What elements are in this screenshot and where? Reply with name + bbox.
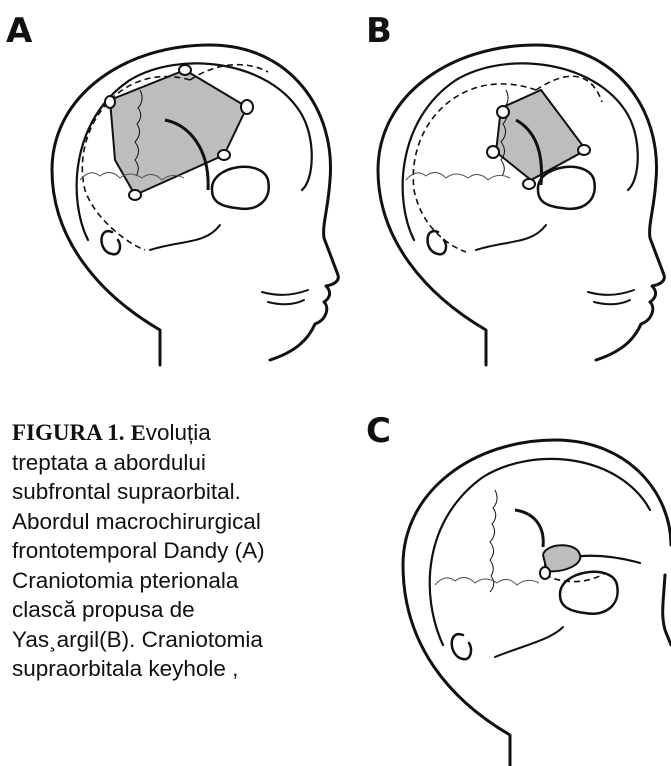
mouth [262, 290, 308, 304]
figure-caption: FIGURA 1. Evoluția treptata a abordului … [12, 418, 312, 684]
burr-hole [523, 179, 535, 189]
panel-c-illustration [395, 435, 671, 766]
caption-initial: E [131, 420, 146, 445]
burr-hole [241, 100, 253, 114]
wavy-vessel [490, 490, 497, 592]
burr-hole [540, 567, 550, 579]
panel-b-illustration [366, 40, 666, 370]
caption-line: Craniotomia pterionala [12, 568, 238, 593]
panel-label-c: C [366, 414, 391, 448]
panel-label-a: A [6, 14, 32, 48]
caption-label: FIGURA 1. [12, 420, 124, 445]
caption-line: Yas¸argil(B). Craniotomia [12, 627, 263, 652]
caption-line: subfrontal supraorbital. [12, 479, 241, 504]
wavy-vessel-2 [435, 577, 539, 585]
burr-hole [218, 150, 230, 160]
skull-inner [430, 459, 650, 645]
caption-line: treptata a abordului [12, 450, 206, 475]
head-outline [403, 440, 671, 766]
wavy-vessel-2 [406, 172, 510, 180]
burr-hole [129, 190, 141, 200]
caption-line: supraorbitala keyhole , [12, 656, 238, 681]
burr-hole [105, 96, 115, 108]
burr-hole [497, 106, 509, 118]
jaw-line [150, 225, 220, 250]
eye [560, 572, 618, 614]
eye [212, 167, 269, 209]
ear [102, 231, 121, 254]
face-profile [663, 575, 671, 645]
eye [538, 167, 595, 209]
panel-a-illustration [40, 40, 340, 370]
ear [452, 634, 471, 659]
jaw-line [495, 627, 563, 657]
mouth [588, 290, 634, 304]
caption-line: frontotemporal Dandy (A) [12, 538, 265, 563]
caption-line: Abordul macrochirurgical [12, 509, 261, 534]
caption-line: clască propusa de [12, 597, 195, 622]
head-outline [378, 45, 664, 365]
jaw-line [476, 225, 546, 250]
caption-line: voluția [146, 420, 211, 445]
burr-hole [487, 146, 499, 158]
burr-hole [578, 145, 590, 155]
ear [428, 231, 447, 254]
sylvian-fissure [515, 510, 543, 547]
burr-hole [179, 65, 191, 75]
